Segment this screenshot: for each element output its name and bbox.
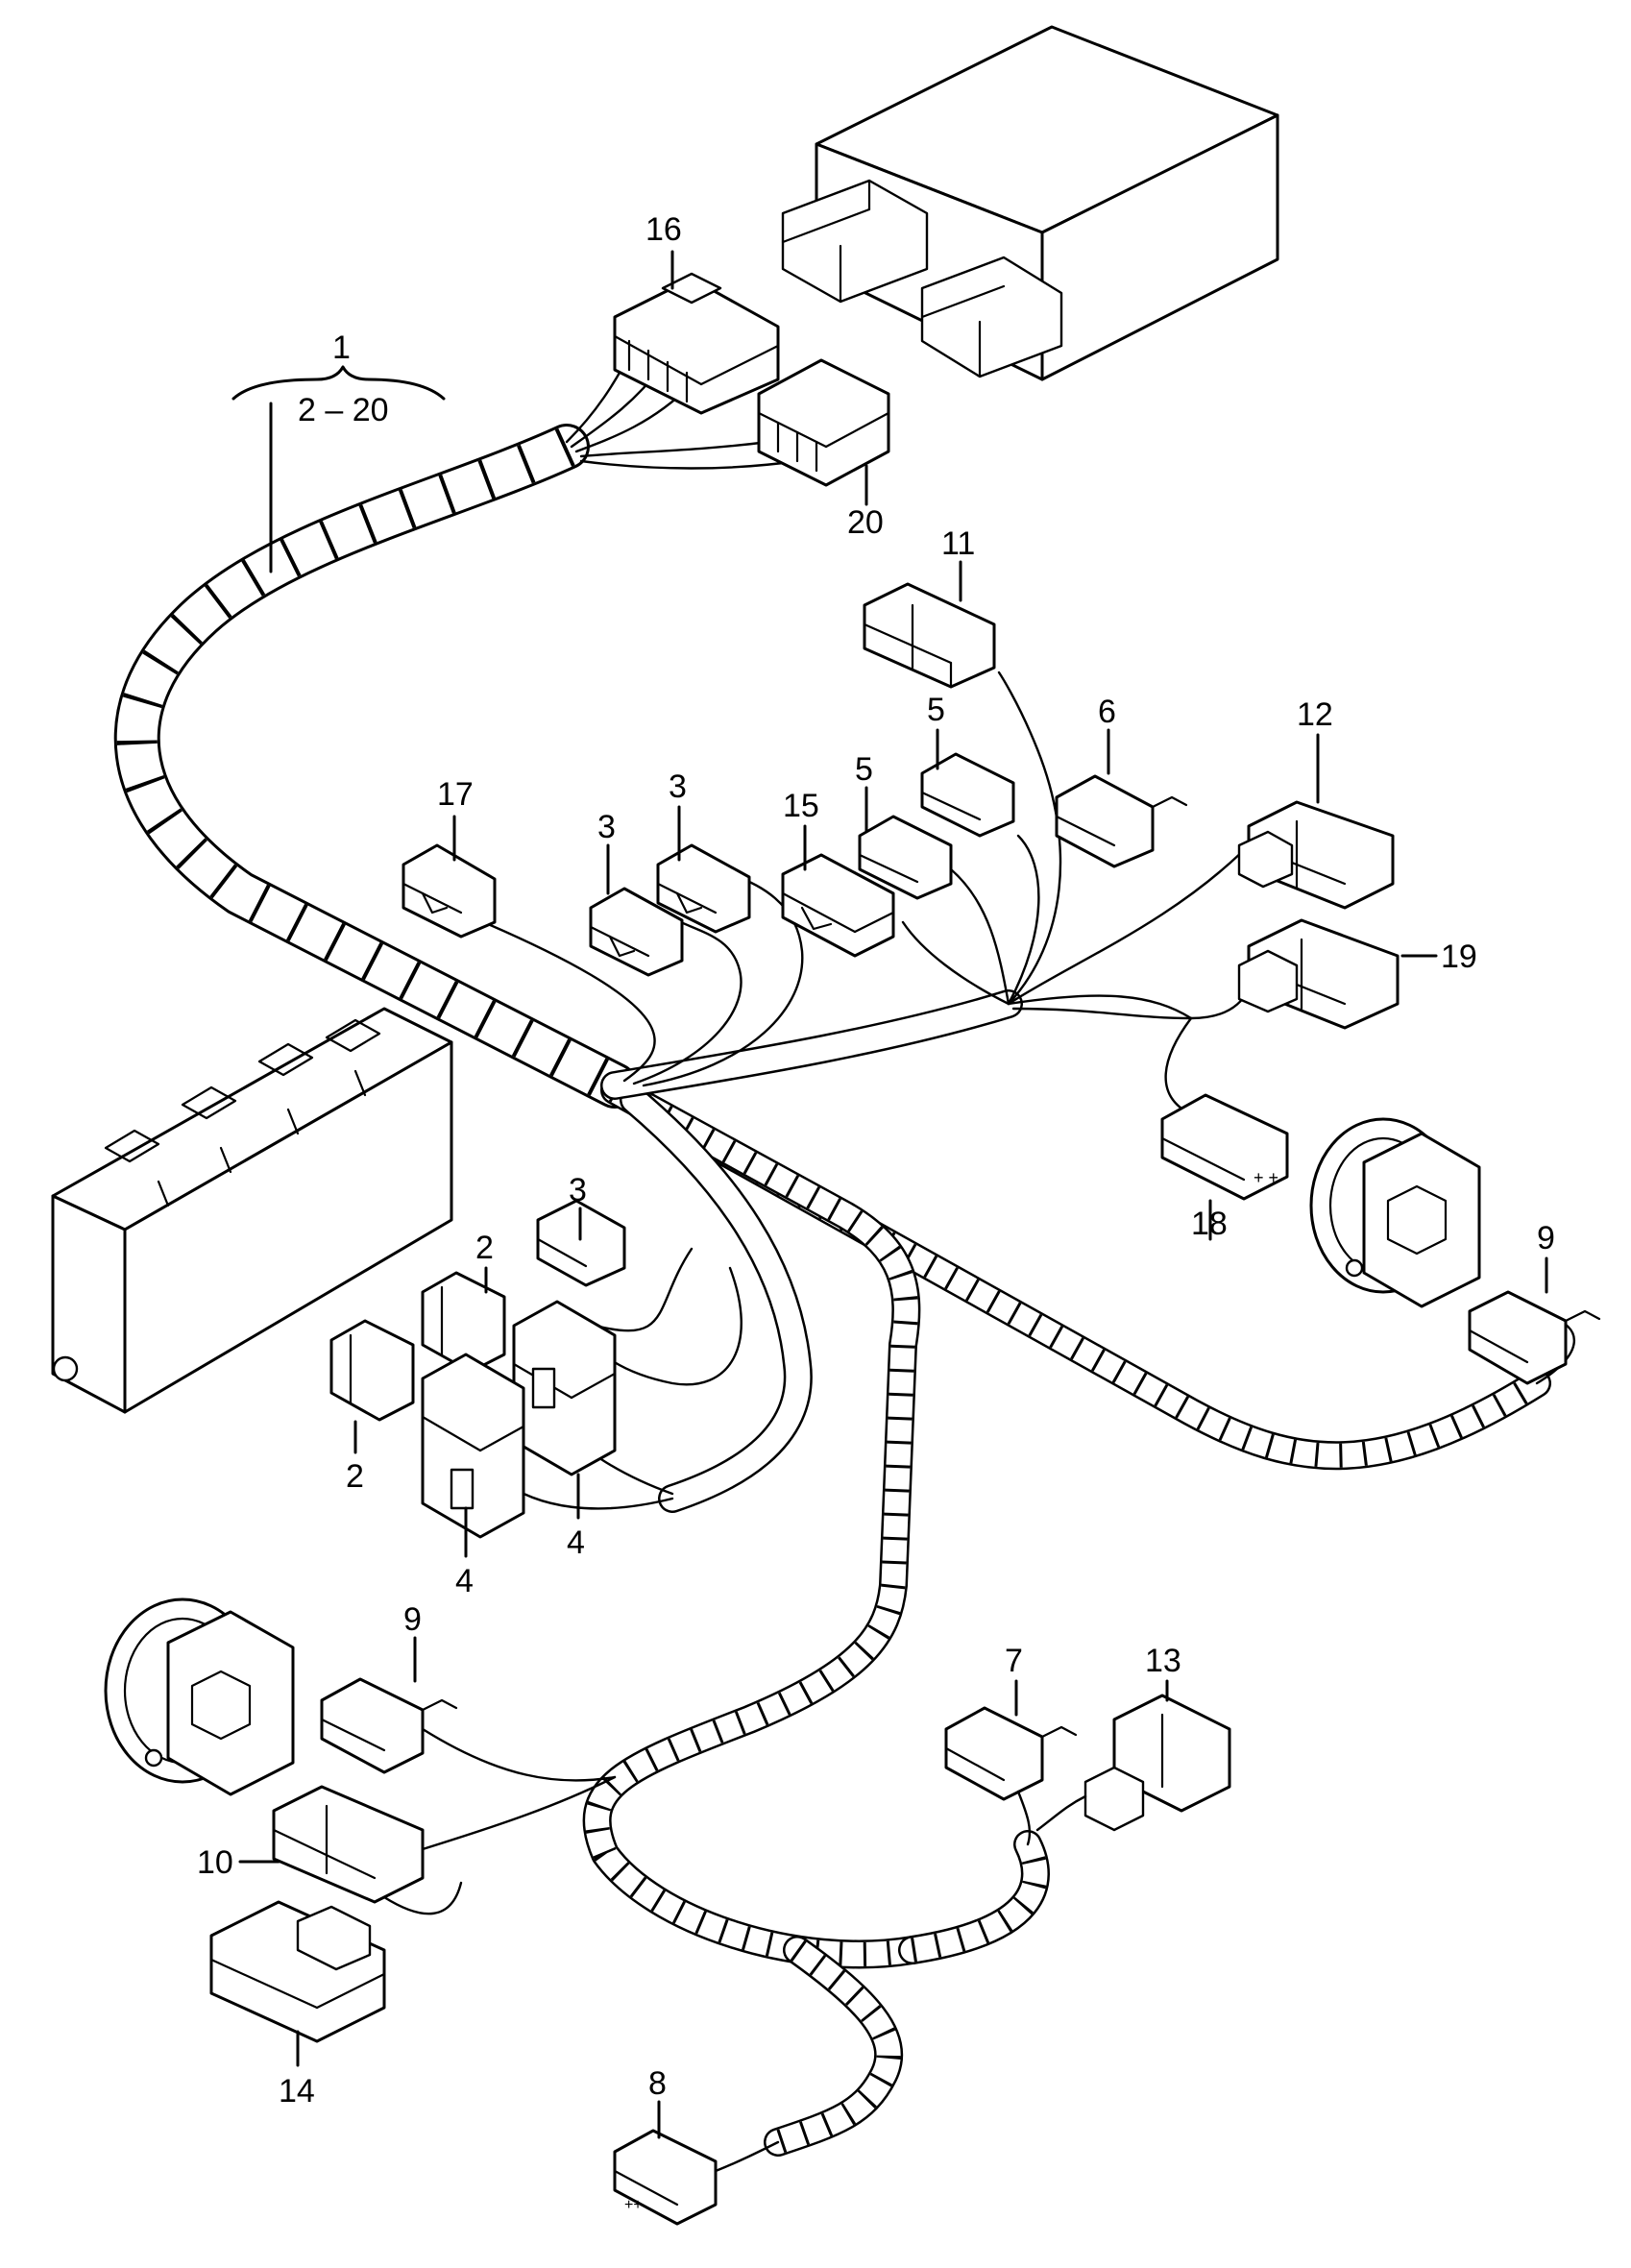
connector-12 bbox=[1237, 800, 1395, 910]
callout-8: 8 bbox=[648, 2065, 667, 2102]
connector-2-lower bbox=[329, 1319, 415, 1422]
callout-labels: 1 2 – 20 16 20 11 17 3 3 15 5 5 6 12 19 … bbox=[197, 211, 1555, 2109]
callout-2-lower: 2 bbox=[346, 1458, 364, 1495]
connector-8: ++ bbox=[613, 2129, 780, 2226]
callout-9-left: 9 bbox=[403, 1601, 422, 1638]
callout-12: 12 bbox=[1297, 696, 1333, 733]
callout-20: 20 bbox=[847, 504, 884, 541]
callout-11: 11 bbox=[941, 525, 975, 562]
control-unit bbox=[781, 25, 1279, 381]
center-branch-harness bbox=[582, 1090, 1050, 2157]
callout-7: 7 bbox=[1005, 1643, 1023, 1679]
connector-5-lower bbox=[858, 815, 953, 900]
callout-1: 1 bbox=[332, 329, 351, 366]
connector-3-left bbox=[589, 887, 684, 977]
wire-fan bbox=[459, 671, 1251, 1116]
callout-3-right: 3 bbox=[669, 768, 687, 805]
connector-19 bbox=[1237, 918, 1400, 1030]
connector-15 bbox=[781, 853, 895, 958]
connector-2-upper bbox=[421, 1271, 506, 1374]
connector-13 bbox=[1035, 1694, 1231, 1832]
connector-11 bbox=[863, 582, 996, 689]
callout-13: 13 bbox=[1145, 1643, 1181, 1679]
callout-9-right: 9 bbox=[1537, 1220, 1555, 1256]
connector-20 bbox=[757, 358, 890, 487]
connector-10 bbox=[272, 1775, 617, 1915]
callout-15: 15 bbox=[783, 788, 819, 824]
connector-14 bbox=[209, 1900, 386, 2043]
connector-3-lower bbox=[536, 1199, 626, 1287]
connector-4-left bbox=[421, 1353, 525, 1539]
callout-4-right: 4 bbox=[567, 1524, 585, 1561]
connector-4-right bbox=[512, 1300, 617, 1476]
connector-3-right bbox=[656, 843, 751, 934]
connector-6 bbox=[1055, 774, 1188, 868]
svg-text:+ +: + + bbox=[1254, 1168, 1278, 1187]
callout-14: 14 bbox=[279, 2073, 315, 2109]
lamp-socket-left bbox=[104, 1597, 295, 1796]
connector-16 bbox=[613, 272, 780, 415]
callout-5-upper: 5 bbox=[927, 692, 945, 728]
callout-18: 18 bbox=[1191, 1206, 1228, 1242]
callout-3-lower: 3 bbox=[569, 1172, 587, 1208]
callout-2-upper: 2 bbox=[475, 1230, 494, 1266]
main-harness bbox=[113, 424, 638, 1109]
callout-17: 17 bbox=[437, 776, 474, 813]
callout-3-left: 3 bbox=[597, 809, 616, 845]
relay-box bbox=[51, 1007, 453, 1414]
callout-19: 19 bbox=[1441, 939, 1477, 975]
connector-7 bbox=[944, 1706, 1078, 1846]
lamp-socket-right bbox=[1309, 1117, 1481, 1308]
callout-6: 6 bbox=[1098, 694, 1116, 730]
connector-9-left bbox=[320, 1677, 617, 1782]
connector-9-right bbox=[1468, 1290, 1601, 1385]
callout-5-lower: 5 bbox=[855, 751, 873, 788]
connector-17 bbox=[402, 843, 497, 939]
connector-5-upper bbox=[920, 752, 1015, 838]
callout-1-range: 2 – 20 bbox=[298, 392, 389, 428]
leader-lines bbox=[231, 250, 1548, 2139]
callout-10: 10 bbox=[197, 1844, 233, 1881]
callout-4-left: 4 bbox=[455, 1563, 474, 1599]
callout-16: 16 bbox=[645, 211, 682, 248]
svg-text:++: ++ bbox=[624, 2197, 643, 2213]
connector-18: + + bbox=[1160, 1093, 1289, 1201]
